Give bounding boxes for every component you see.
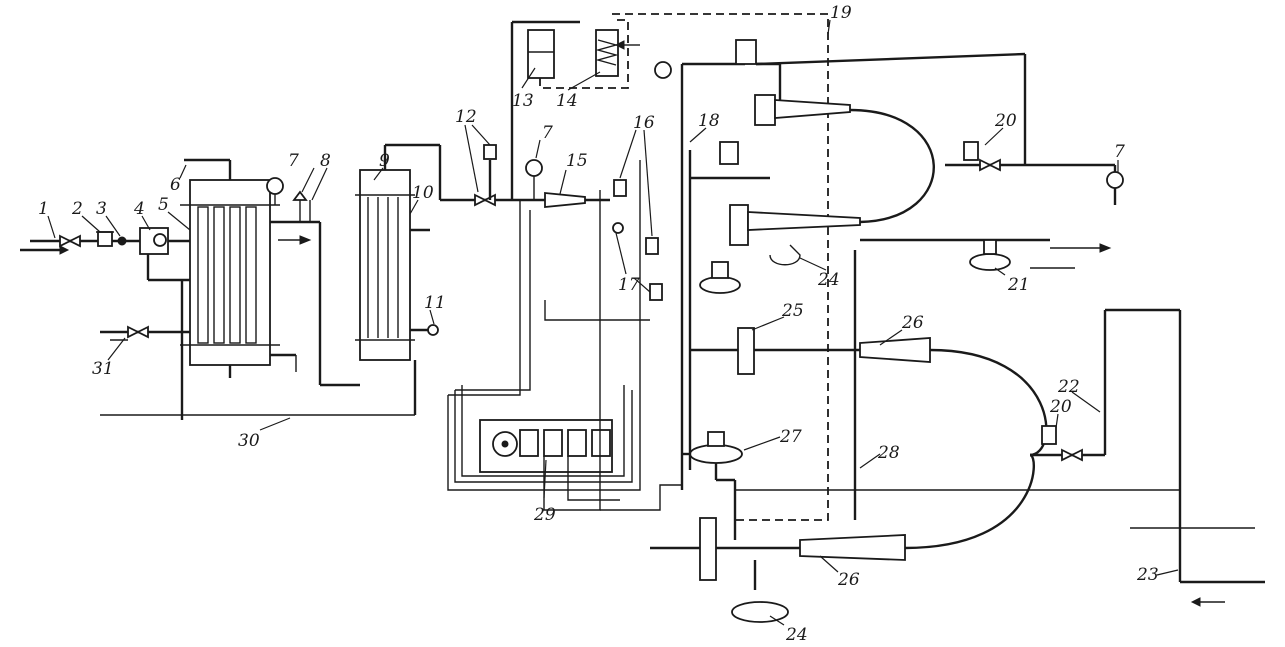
burner-26-lower [650,453,1180,581]
vessel-13 [527,29,555,79]
label-24a: 24 [817,270,840,290]
label-16: 16 [633,113,655,133]
valve-11 [427,324,439,336]
upper-burner-assembly [654,39,1112,490]
label-25: 25 [781,301,804,321]
label-19: 19 [830,3,852,23]
label-7b: 7 [542,123,553,143]
label-18: 18 [698,111,720,131]
regulator-27 [682,431,743,482]
burner-25-26 [690,327,1048,457]
label-7a: 7 [288,151,299,171]
dashed-boundary-19 [612,13,829,521]
label-28: 28 [877,443,900,463]
valve-3 [117,236,127,246]
pressure-gauge-7a [266,177,284,205]
label-27: 27 [779,427,802,447]
label-21: 21 [1007,275,1030,295]
control-line-dashed [539,19,629,89]
label-17: 17 [618,275,640,295]
label-22: 22 [1057,377,1080,397]
label-leaders [47,19,1179,626]
vessel-14 [595,29,640,77]
label-9: 9 [379,151,390,171]
heat-exchanger-5 [180,158,360,420]
label-30: 30 [238,431,260,451]
pressure-gauge-7b [525,159,543,200]
label-8: 8 [320,151,331,171]
regulator-mid [699,261,741,294]
valve-31 [100,325,190,341]
mixer-15 [544,192,586,208]
label-10: 10 [412,183,434,203]
label-20a: 20 [994,111,1017,131]
regulator-20a [945,141,1117,205]
ejector-24b [731,560,789,623]
label-15: 15 [566,151,588,171]
label-6: 6 [170,175,181,195]
ejector-24a [769,244,801,266]
label-11: 11 [424,293,446,313]
heat-exchanger-9 [355,143,442,415]
label-14: 14 [556,91,578,111]
label-5: 5 [158,195,169,215]
label-31: 31 [92,359,114,379]
reference-labels: 1 2 3 4 5 6 7 8 9 10 11 12 13 14 7 15 16… [38,3,1159,645]
label-3: 3 [96,199,107,219]
regulator-21 [969,239,1075,271]
label-26a: 26 [901,313,924,333]
filter-2 [96,231,114,247]
label-13: 13 [512,91,534,111]
label-20b: 20 [1049,397,1072,417]
discharge-23 [1130,310,1265,607]
pressure-gauge-7c [1106,171,1124,189]
label-1: 1 [38,199,49,219]
label-12: 12 [455,107,477,127]
label-23: 23 [1136,565,1159,585]
label-29: 29 [533,505,556,525]
label-2: 2 [71,199,83,219]
label-26b: 26 [837,570,860,590]
regulator-20b [1030,308,1180,462]
label-7c: 7 [1114,142,1125,162]
regulator-4 [139,227,190,282]
label-4: 4 [133,199,145,219]
label-24b: 24 [785,625,808,645]
valve-8 [292,190,311,222]
